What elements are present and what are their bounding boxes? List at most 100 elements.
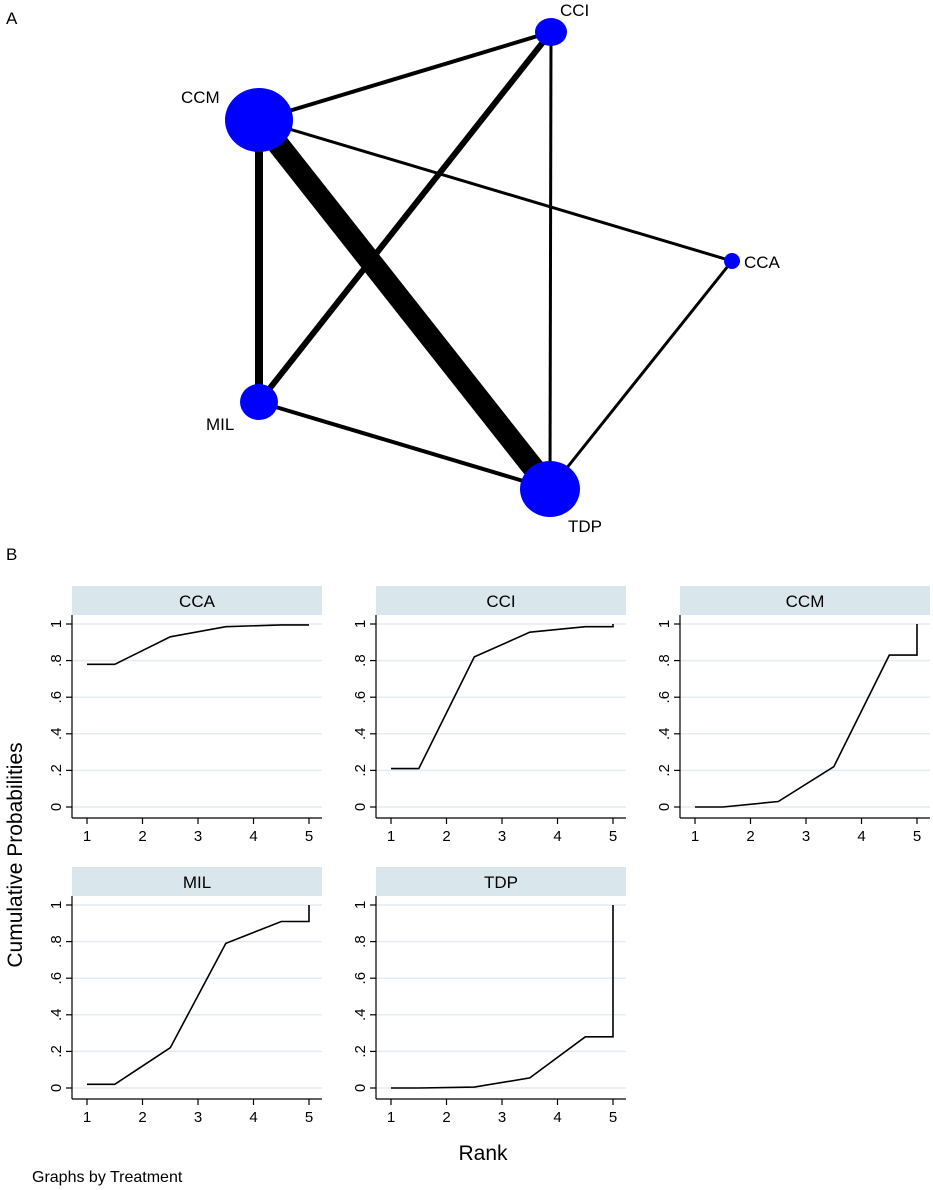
x-tick-label: 4 <box>553 1109 561 1126</box>
x-tick-label: 3 <box>498 1109 506 1126</box>
y-tick-label: .6 <box>352 691 369 704</box>
network-node-labels: CCI CCM CCA MIL TDP <box>181 1 781 536</box>
x-tick-label: 2 <box>746 828 754 845</box>
facet-cca: CCA 0 .2 .4 .6 .8 1 1 2 3 4 5 <box>48 586 322 845</box>
node-cci <box>535 18 567 46</box>
edge-cca-tdp <box>548 260 734 490</box>
y-axis-title: Cumulative Probabilities <box>4 742 27 967</box>
facet-title-mil: MIL <box>183 873 211 892</box>
y-tick-label: 1 <box>656 620 673 628</box>
node-label-ccm: CCM <box>181 88 220 107</box>
x-tick-label: 1 <box>83 1109 91 1126</box>
y-tick-label: .4 <box>352 728 369 741</box>
x-tick-label: 4 <box>553 828 561 845</box>
y-tick-label: .6 <box>656 691 673 704</box>
x-tick-label: 5 <box>913 828 921 845</box>
x-tick-label: 3 <box>498 828 506 845</box>
x-tick-label: 2 <box>442 828 450 845</box>
facet-cci: CCI 0 .2 .4 .6 .8 1 1 2 3 4 5 <box>352 586 626 845</box>
node-label-cca: CCA <box>744 253 781 272</box>
y-tick-label: .4 <box>352 1009 369 1022</box>
edge-ccm-cci <box>258 30 552 122</box>
facet-title-ccm: CCM <box>786 592 825 611</box>
y-tick-label: .4 <box>48 1009 65 1022</box>
y-tick-label: .8 <box>656 654 673 667</box>
y-tick-label: 1 <box>48 620 65 628</box>
series-line-ccm <box>695 624 918 808</box>
node-ccm <box>225 88 293 152</box>
y-tick-label: 0 <box>352 803 369 811</box>
facet-strip-cca <box>72 586 322 615</box>
y-tick-label: 0 <box>48 803 65 811</box>
y-tick-label: .2 <box>656 764 673 777</box>
node-mil <box>240 384 278 420</box>
x-tick-label: 5 <box>305 1109 313 1126</box>
y-tick-label: 0 <box>656 803 673 811</box>
node-label-mil: MIL <box>206 415 234 434</box>
x-tick-label: 4 <box>249 1109 257 1126</box>
x-tick-label: 2 <box>442 1109 450 1126</box>
facet-strip-tdp <box>376 867 626 896</box>
y-tick-label: 1 <box>48 901 65 909</box>
x-tick-label: 1 <box>387 828 395 845</box>
y-tick-label: .8 <box>48 654 65 667</box>
facet-title-tdp: TDP <box>484 873 518 892</box>
x-tick-label: 5 <box>609 828 617 845</box>
network-nodes <box>225 18 740 517</box>
y-tick-label: .4 <box>48 728 65 741</box>
series-line-cci <box>391 624 614 770</box>
y-tick-label: .6 <box>48 972 65 985</box>
y-tick-label: .8 <box>48 935 65 948</box>
y-tick-label: .8 <box>352 935 369 948</box>
node-label-tdp: TDP <box>568 517 602 536</box>
y-tick-label: .8 <box>352 654 369 667</box>
facet-title-cci: CCI <box>486 592 515 611</box>
edge-ccm-tdp <box>250 113 559 496</box>
facet-strip-mil <box>72 867 322 896</box>
graphs-by-note: Graphs by Treatment <box>32 1169 183 1186</box>
x-tick-label: 2 <box>138 1109 146 1126</box>
y-tick-label: 0 <box>352 1084 369 1092</box>
x-tick-label: 3 <box>194 828 202 845</box>
node-tdp <box>520 461 580 517</box>
edge-ccm-cca <box>258 118 733 263</box>
edge-cci-tdp <box>548 31 553 490</box>
x-tick-label: 1 <box>387 1109 395 1126</box>
y-tick-label: 0 <box>48 1084 65 1092</box>
edge-cci-mil <box>256 30 554 404</box>
facet-strip-ccm <box>680 586 930 615</box>
panel-b-label: B <box>6 545 17 564</box>
series-line-mil <box>87 905 310 1086</box>
y-tick-label: 1 <box>352 620 369 628</box>
x-tick-label: 1 <box>83 828 91 845</box>
x-tick-label: 5 <box>305 828 313 845</box>
edge-mil-tdp <box>258 400 551 491</box>
y-tick-label: .6 <box>352 972 369 985</box>
node-label-cci: CCI <box>560 1 589 20</box>
rankogram-panels: CCA 0 .2 .4 .6 .8 1 1 2 3 4 5 CCI 0 .2 .4 .6 .8 1 1 2 3 4 5 CCM 0… <box>48 586 930 1126</box>
facet-strip-cci <box>376 586 626 615</box>
y-tick-label: .4 <box>656 728 673 741</box>
y-tick-label: .2 <box>48 1045 65 1058</box>
y-tick-label: .2 <box>352 764 369 777</box>
y-tick-label: .6 <box>48 691 65 704</box>
facet-title-cca: CCA <box>179 592 216 611</box>
x-tick-label: 3 <box>802 828 810 845</box>
x-tick-label: 4 <box>857 828 865 845</box>
x-tick-label: 2 <box>138 828 146 845</box>
series-line-cca <box>87 624 309 666</box>
node-cca <box>724 253 740 269</box>
facet-ccm: CCM 0 .2 .4 .6 .8 1 1 2 3 4 5 <box>656 586 930 845</box>
x-tick-label: 5 <box>609 1109 617 1126</box>
network-plot: CCI CCM CCA MIL TDP <box>181 1 781 536</box>
y-tick-label: .2 <box>48 764 65 777</box>
panel-a-label: A <box>6 9 18 28</box>
series-line-tdp <box>391 905 614 1089</box>
x-tick-label: 1 <box>691 828 699 845</box>
x-tick-label: 3 <box>194 1109 202 1126</box>
x-tick-label: 4 <box>249 828 257 845</box>
network-edges <box>250 30 734 496</box>
facet-mil: MIL 0 .2 .4 .6 .8 1 1 2 3 4 5 <box>48 867 322 1126</box>
